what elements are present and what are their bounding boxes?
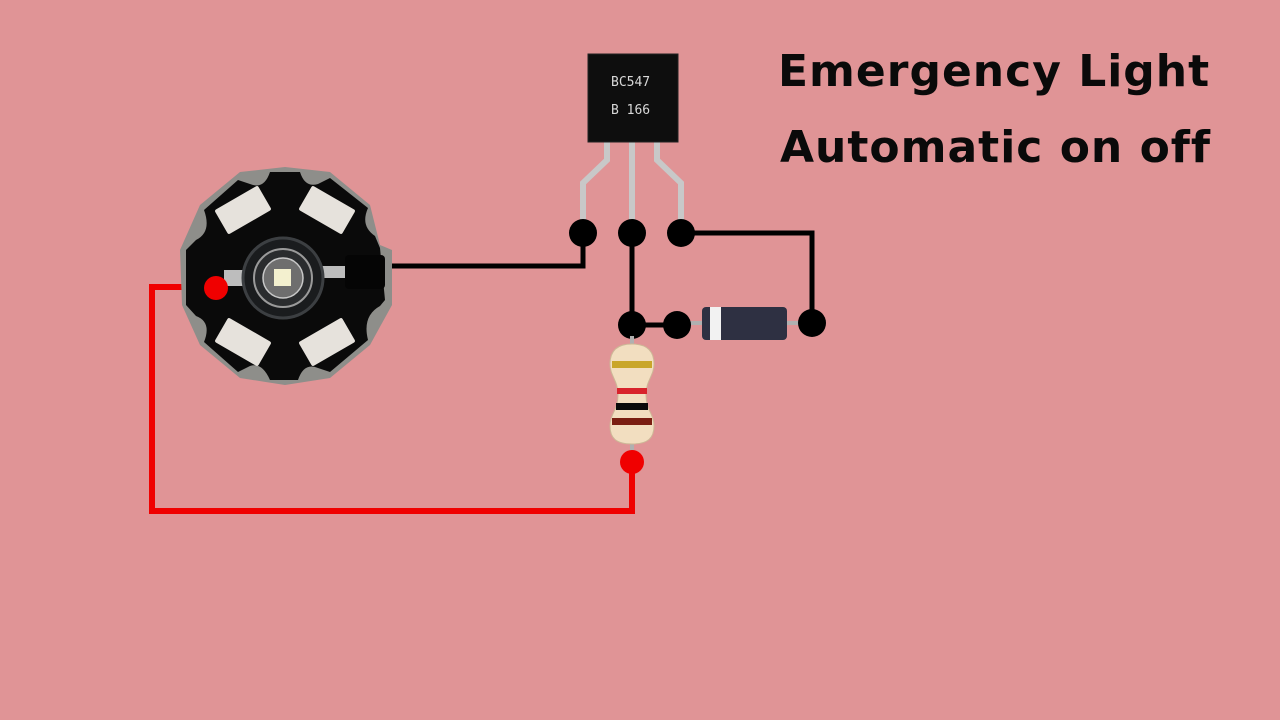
transistor-marking-2: B 166 xyxy=(611,103,650,118)
led-pad-bottom-right xyxy=(299,318,355,366)
resistor-band-1 xyxy=(612,361,652,368)
transistor-body xyxy=(587,53,679,143)
node-transistor-right-pin xyxy=(667,219,695,247)
led xyxy=(180,167,392,385)
node-transistor-left-pin xyxy=(569,219,597,247)
diode-cathode-band xyxy=(710,307,721,340)
led-chip xyxy=(274,269,291,286)
resistor-band-3 xyxy=(616,403,648,410)
title-line-2: Automatic on off xyxy=(780,122,1212,173)
resistor-band-4 xyxy=(612,418,652,425)
node-led-pad xyxy=(204,276,228,300)
node-junction xyxy=(618,311,646,339)
led-pad-bottom-left xyxy=(215,318,271,366)
transistor-lead-left xyxy=(580,142,610,232)
node-diode-right xyxy=(798,309,826,337)
wire-led-to-resistor xyxy=(149,284,635,514)
node-diode-left xyxy=(663,311,691,339)
transistor-marking-1: BC547 xyxy=(611,75,650,90)
transistor: BC547 B 166 xyxy=(580,53,684,232)
resistor xyxy=(609,336,655,455)
wire-led-to-transistor-left xyxy=(385,234,586,269)
led-tab-left xyxy=(224,270,246,286)
diode xyxy=(677,307,812,340)
led-pad-top-left xyxy=(215,186,271,234)
node-transistor-middle-pin xyxy=(618,219,646,247)
title-line-1: Emergency Light xyxy=(778,46,1211,97)
diode-body xyxy=(702,307,787,340)
node-resistor-bottom xyxy=(620,450,644,474)
resistor-band-2 xyxy=(617,388,647,394)
led-pad-top-right xyxy=(299,186,355,234)
wire-transistor-right-to-diode xyxy=(681,230,815,323)
led-connector-right xyxy=(345,255,385,289)
transistor-lead-right xyxy=(654,142,684,232)
led-tab-right xyxy=(322,266,348,278)
